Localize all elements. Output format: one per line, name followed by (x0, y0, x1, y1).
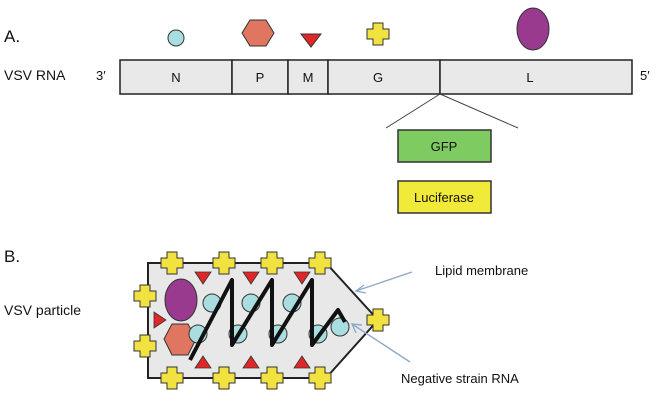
m-protein-triangle-icon (242, 355, 260, 369)
m-protein-triangle-icon (242, 271, 260, 285)
five-prime-end: 5′ (640, 68, 650, 83)
gfp-insert-label: GFP (431, 139, 458, 154)
lipid-membrane-label: Lipid membrane (435, 263, 528, 278)
lipid-membrane-arrowhead (354, 284, 367, 294)
gene-segment-g (327, 59, 441, 95)
l-protein-ellipse-icon (164, 278, 198, 322)
p-protein-hexagon-icon (163, 323, 197, 356)
panel-a-label: A. (4, 27, 20, 46)
insertion-callout-lines (385, 93, 519, 129)
luciferase-insert-label: Luciferase (414, 190, 474, 205)
g-protein-cross-icon (366, 22, 390, 46)
m-protein-triangle-icon (299, 33, 323, 48)
three-prime-end: 3′ (96, 68, 106, 83)
p-protein-hexagon-icon (241, 19, 275, 47)
m-protein-triangles (153, 271, 311, 369)
gfp-insert-box (397, 129, 492, 163)
lipid-membrane-arrow (355, 271, 413, 292)
rna-arrow (351, 323, 411, 363)
vsv-rna-label: VSV RNA (4, 67, 66, 83)
n-protein-circle-icon (330, 317, 350, 337)
panel-b-label: B. (4, 247, 20, 266)
annotation-arrows (350, 271, 413, 363)
m-protein-triangle-icon (194, 271, 212, 285)
negative-strain-rna-label: Negative strain RNA (401, 371, 519, 386)
m-protein-triangle-icon (293, 355, 311, 369)
gene-segment-l (439, 59, 633, 95)
gene-segment-p (231, 59, 289, 95)
gene-segment-n (119, 59, 233, 95)
genome-bar (119, 59, 633, 95)
n-protein-circle-icon (167, 29, 185, 47)
gene-label-n: N (171, 70, 180, 85)
l-protein-ellipse-icon (516, 7, 550, 51)
vsv-particle-label: VSV particle (4, 302, 81, 318)
m-protein-triangle-icon (194, 355, 212, 369)
gene-label-m: M (303, 70, 314, 85)
vsv-particle-envelope (147, 262, 380, 379)
negative-strand-rna-coil (188, 278, 347, 361)
m-protein-triangle-icon (153, 311, 167, 329)
rna-arrowhead (350, 323, 363, 334)
gene-label-p: P (256, 70, 265, 85)
luciferase-insert-box (397, 180, 492, 214)
gene-label-l: L (526, 70, 533, 85)
gene-segment-m (287, 59, 329, 95)
gene-label-g: G (373, 70, 383, 85)
m-protein-triangle-icon (293, 271, 311, 285)
